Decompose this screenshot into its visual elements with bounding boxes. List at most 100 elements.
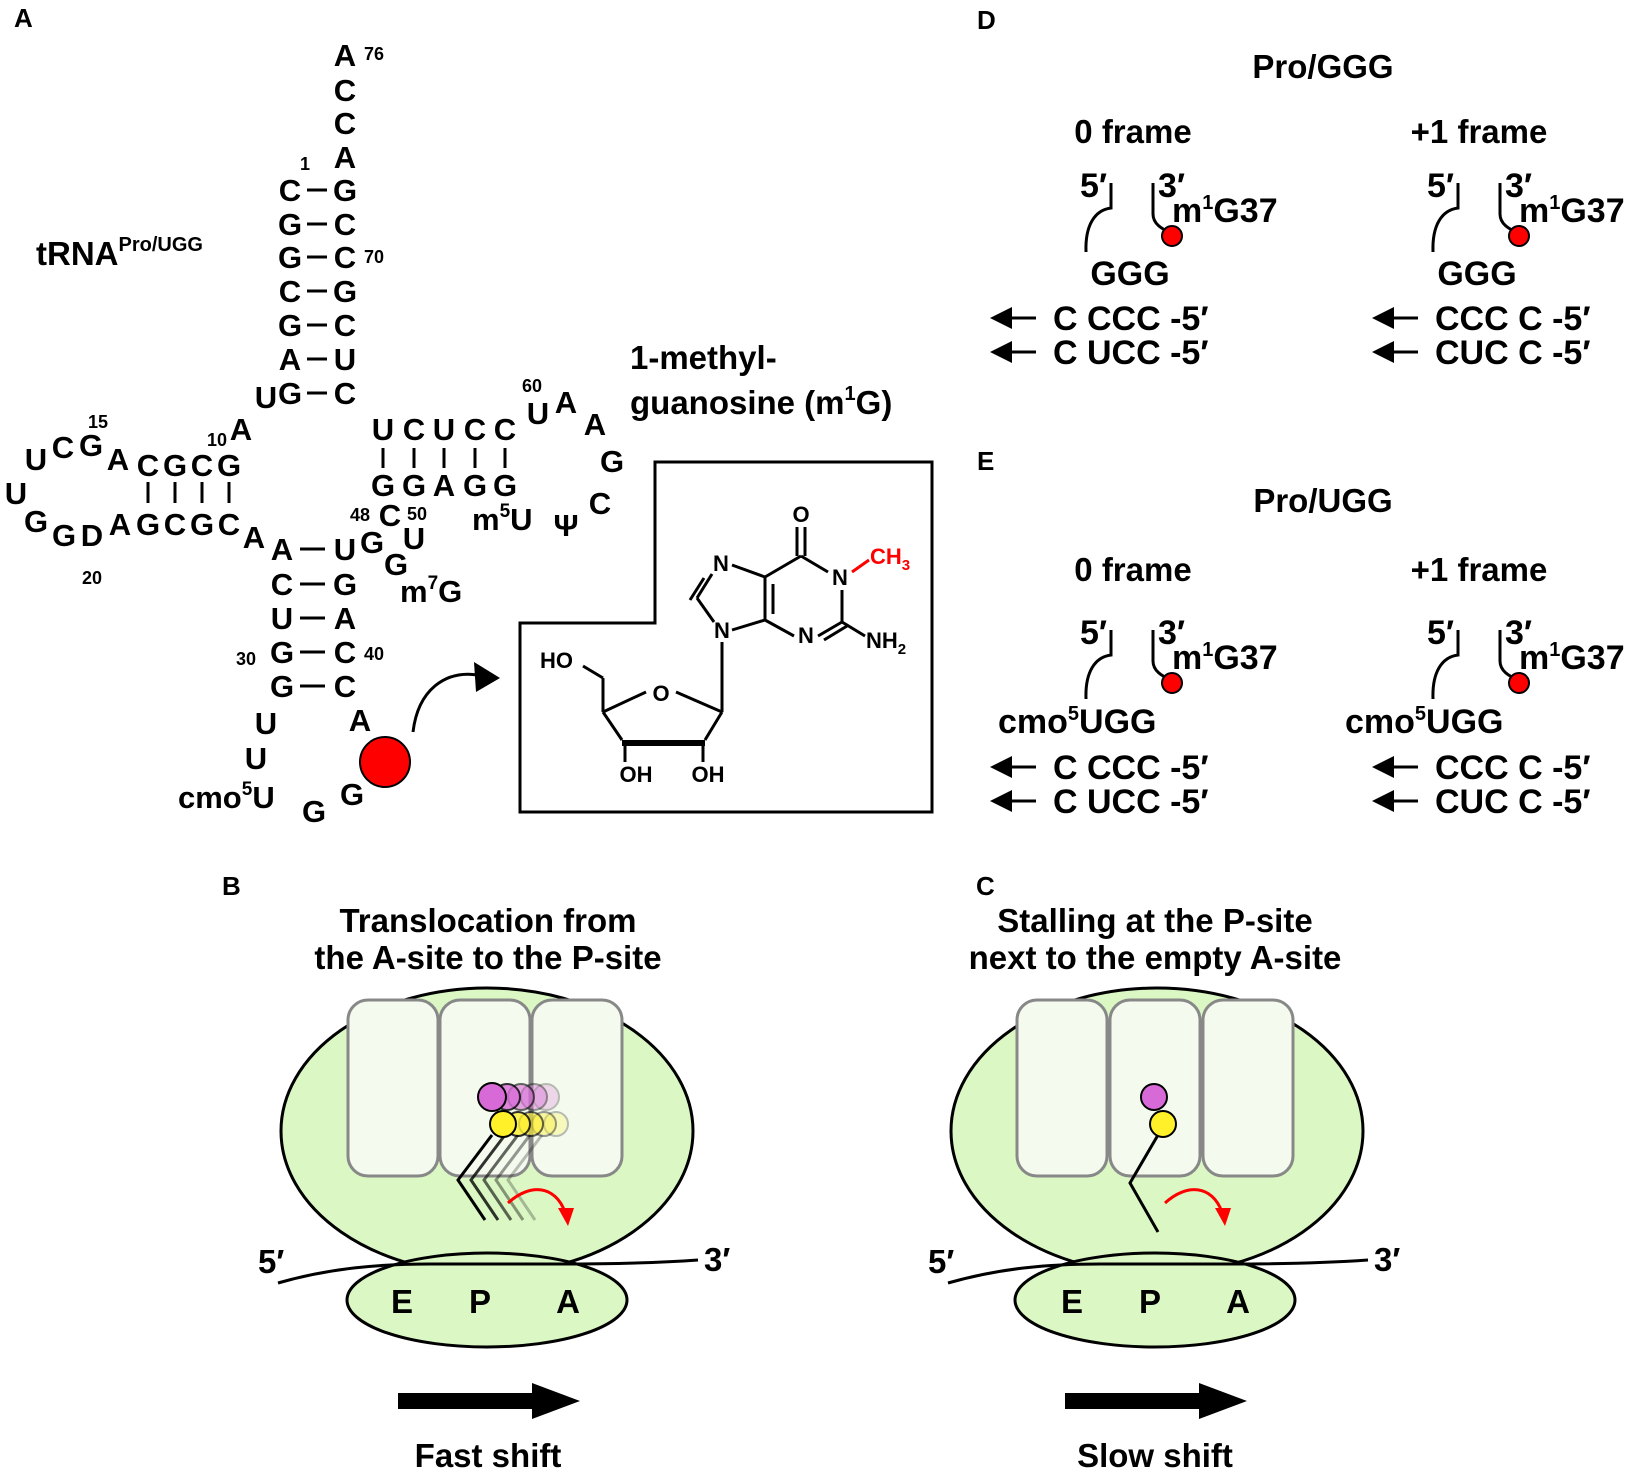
nt-c75: C: [334, 73, 356, 108]
panel-label-e: E: [977, 446, 994, 476]
trna-name: tRNAPro/UGG: [36, 234, 203, 272]
acc5-1: C: [279, 173, 301, 208]
nt-c48: C: [379, 498, 401, 533]
d-bot-2: G: [24, 504, 48, 539]
panel-a: A tRNAPro/UGG A C C A 76 C G G C G A G G…: [5, 3, 934, 829]
t-top-1: U: [372, 412, 394, 447]
e-plus-m1g37: m1G37: [1519, 639, 1625, 677]
d-top-6: G: [163, 448, 187, 483]
t-top-5: C: [494, 412, 516, 447]
atom-o-ring: O: [652, 681, 669, 706]
anticodon-arm: A C U G G U G A C C 30 40 U U cmo5U G G …: [178, 532, 500, 829]
d-top-1: U: [25, 442, 47, 477]
t-top-7: A: [555, 385, 577, 420]
panel-label-a: A: [14, 3, 33, 33]
d-plus-arrowhead-1: [1372, 307, 1394, 329]
t-bot-4: G: [463, 468, 487, 503]
d-zero-left-strand: [1084, 183, 1113, 253]
e-plus-codon-2: CUC C -5′: [1435, 783, 1591, 821]
atom-oh-2: OH: [620, 762, 653, 787]
panel-d: D Pro/GGG 0 frame 5′ 3′ m1G37 GGG C CCC …: [977, 5, 1625, 372]
m1g-title-line2: guanosine (m1G): [630, 383, 892, 421]
e-zero-arrowhead-1: [990, 756, 1012, 778]
nt-c74: C: [334, 106, 356, 141]
t-top-2: C: [403, 412, 425, 447]
d-zero-anticodon: GGG: [1090, 255, 1169, 293]
t-bot-3: A: [433, 468, 455, 503]
acceptor-pair-bonds: [307, 188, 327, 395]
panel-e: E Pro/UGG 0 frame 5′ 3′ m1G37 cmo5UGG C …: [977, 446, 1625, 821]
nt-u31: U: [255, 706, 277, 741]
acc3-7: C: [334, 376, 356, 411]
ac5-2: U: [271, 601, 293, 636]
acc3-5: C: [334, 308, 356, 343]
d-top-5: C: [137, 448, 159, 483]
b-site-a: [530, 998, 624, 1178]
atom-n3: N: [798, 623, 814, 648]
nt-psi: Ψ: [553, 508, 578, 543]
c-mrna: [947, 1258, 1369, 1285]
d-zero-m1g-dot: [1161, 225, 1183, 247]
ac3-3: C: [334, 635, 356, 670]
d-bot-5: A: [109, 507, 131, 542]
t-top-6: U: [527, 396, 549, 431]
acc3-1: G: [333, 173, 357, 208]
d-bot-9: C: [218, 507, 240, 542]
d-bot-1: U: [5, 476, 27, 511]
t-bot-5: G: [493, 468, 517, 503]
nt-a38: A: [349, 703, 371, 738]
e-plus-three: 3′: [1505, 614, 1532, 652]
c-shift-arrow-shaft: [1065, 1393, 1199, 1409]
e-zero-anticodon: cmo5UGG: [998, 703, 1157, 741]
c-site-label-a: A: [1226, 1283, 1250, 1320]
num-1: 1: [300, 154, 310, 174]
t-top-4: C: [464, 412, 486, 447]
d-plus-m1g-dot: [1508, 225, 1530, 247]
d-bot-6: G: [136, 507, 160, 542]
e-plus-arrowhead-2: [1372, 790, 1394, 812]
ac3-4: C: [334, 669, 356, 704]
m1g-structure: O N CH3 N N N NH2 HO O OH OH: [540, 502, 910, 787]
c-three-prime: 3′: [1374, 1241, 1400, 1278]
num-60: 60: [522, 376, 542, 396]
panel-d-title: Pro/GGG: [1252, 48, 1393, 85]
c-red-arrow: [1163, 1188, 1224, 1213]
t-top-3: U: [433, 412, 455, 447]
nt-u32: U: [245, 741, 267, 776]
d-bot-3: G: [52, 518, 76, 553]
num-15: 15: [88, 412, 108, 432]
nt-cmo5u: cmo5U: [178, 779, 275, 815]
d-top-7: C: [191, 448, 213, 483]
e-zero-codon-1: C CCC -5′: [1053, 749, 1209, 787]
d-plus-five: 5′: [1427, 167, 1454, 205]
num-40: 40: [364, 644, 384, 664]
acc3-6: U: [334, 342, 356, 377]
ac5-4: G: [270, 669, 294, 704]
atom-oh-3: OH: [692, 762, 725, 787]
d-top-4: A: [107, 442, 129, 477]
nt-g57: G: [600, 444, 624, 479]
e-zero-left-strand: [1084, 630, 1113, 700]
b-red-arrow: [506, 1188, 567, 1213]
d-bot-8: G: [190, 507, 214, 542]
num-70: 70: [364, 247, 384, 267]
ac5-1: C: [271, 567, 293, 602]
e-zero-m1g-dot: [1161, 672, 1183, 694]
e-plus-frame-title: +1 frame: [1411, 551, 1548, 588]
nt-u8: U: [255, 380, 277, 415]
panel-label-b: B: [222, 871, 241, 901]
d-bot-7: C: [164, 507, 186, 542]
e-zero-three: 3′: [1158, 614, 1185, 652]
acc3-4: G: [333, 274, 357, 309]
num-20: 20: [82, 568, 102, 588]
d-top-2: C: [52, 430, 74, 465]
panel-b: B Translocation from the A-site to the P…: [222, 871, 730, 1474]
atom-o-carbonyl: O: [792, 502, 809, 527]
acceptor-end: A C C A 76: [334, 38, 384, 175]
num-50: 50: [407, 504, 427, 524]
acc5-2: G: [278, 207, 302, 242]
num-76: 76: [364, 44, 384, 64]
m1g37-red-dot: [359, 736, 411, 788]
e-plus-codon-1: CCC C -5′: [1435, 749, 1591, 787]
